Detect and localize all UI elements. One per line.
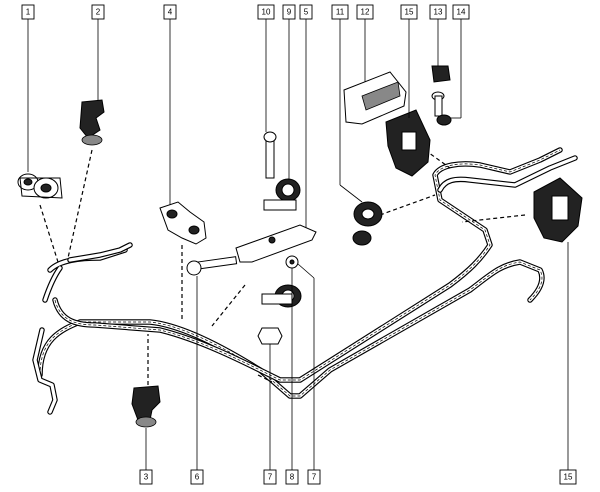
callout-13: 13 <box>429 4 447 20</box>
callout-3: 3 <box>139 469 153 485</box>
callout-label: 15 <box>564 473 573 482</box>
pipe-clip-part-3 <box>131 385 161 428</box>
support-bracket-part-5 <box>235 224 317 263</box>
clamp-part-lower <box>261 284 302 308</box>
callout-7-right: 7 <box>307 469 321 485</box>
callout-label: 9 <box>287 8 292 17</box>
callout-11: 11 <box>331 4 349 20</box>
callout-10: 10 <box>257 4 275 20</box>
callout-label: 5 <box>304 8 309 17</box>
pipe-clip-part-4 <box>159 201 207 245</box>
callout-label: 12 <box>361 8 370 17</box>
callout-15-top: 15 <box>400 4 418 20</box>
clip-part-11 <box>352 201 383 246</box>
callout-7-left: 7 <box>263 469 277 485</box>
callout-4: 4 <box>163 4 177 20</box>
callout-label: 1 <box>26 8 31 17</box>
callout-label: 15 <box>405 8 414 17</box>
callout-5: 5 <box>299 4 313 20</box>
nut-part-7 <box>257 327 283 345</box>
fitting-part-13 <box>431 65 451 83</box>
callout-label: 2 <box>96 8 101 17</box>
callout-label: 11 <box>336 8 345 17</box>
callout-label: 7 <box>268 473 273 482</box>
double-clip-part-1 <box>17 173 63 199</box>
bracket-part-12 <box>343 71 407 125</box>
callout-label: 4 <box>168 8 173 17</box>
callout-label: 3 <box>144 473 149 482</box>
assembly-arrows <box>39 149 526 385</box>
pipe-assembly <box>32 147 578 415</box>
callout-label: 7 <box>312 473 317 482</box>
bolt-part-6 <box>186 256 238 276</box>
pipe-clip-part-2 <box>79 99 105 146</box>
leader-lines <box>27 19 569 470</box>
clamp-part-9 <box>263 178 301 211</box>
callout-label: 14 <box>457 8 466 17</box>
callout-6: 6 <box>190 469 204 485</box>
callout-label: 8 <box>290 473 295 482</box>
callout-1: 1 <box>21 4 35 20</box>
bolt-part-10 <box>263 131 277 179</box>
valve-part-15-upper <box>385 109 431 177</box>
callout-8: 8 <box>285 469 299 485</box>
callout-2: 2 <box>91 4 105 20</box>
washer-part-8 <box>285 255 299 269</box>
callout-12: 12 <box>356 4 374 20</box>
valve-part-15-right <box>533 177 583 243</box>
callout-14: 14 <box>452 4 470 20</box>
callout-label: 13 <box>434 8 443 17</box>
callout-label: 6 <box>195 473 200 482</box>
bolt-part-14 <box>431 91 452 126</box>
callout-label: 10 <box>262 8 271 17</box>
callout-15-bottom: 15 <box>559 469 577 485</box>
callout-9: 9 <box>282 4 296 20</box>
